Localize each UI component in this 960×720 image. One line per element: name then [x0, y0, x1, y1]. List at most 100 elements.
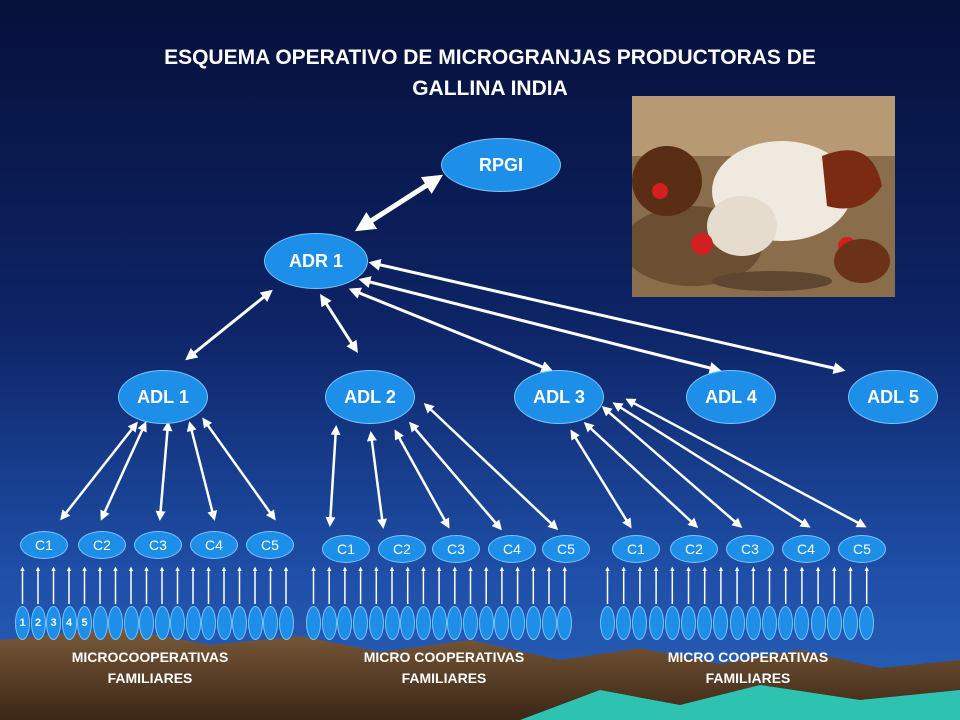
family-unit — [600, 606, 615, 640]
arrow-adr-adl2 — [320, 293, 358, 354]
family-unit — [463, 606, 478, 640]
family-unit — [541, 606, 557, 640]
family-unit — [108, 606, 123, 640]
coop-node-g1-c3: C3 — [134, 531, 182, 559]
arrow-adl2-c4 — [409, 421, 502, 531]
family-unit — [201, 606, 216, 640]
family-unit — [431, 606, 447, 640]
family-unit — [139, 606, 154, 640]
adl-node-2: ADL 2 — [325, 370, 415, 424]
family-unit — [263, 606, 278, 640]
coop-node-g1-c5: C5 — [246, 531, 294, 559]
family-unit: 5 — [77, 606, 92, 640]
arrow-adl3-c4 — [612, 402, 811, 528]
adl-node-1: ADL 1 — [118, 370, 208, 424]
family-unit — [859, 606, 875, 640]
family-unit — [447, 606, 463, 640]
family-unit — [843, 606, 858, 640]
family-unit — [400, 606, 416, 640]
family-unit — [681, 606, 696, 640]
rpgi-node: RPGI — [441, 138, 561, 192]
family-unit: 3 — [46, 606, 61, 640]
coop-node-g1-c4: C4 — [190, 531, 238, 559]
coop-node-g2-c5: C5 — [542, 535, 590, 563]
family-unit — [321, 606, 337, 640]
adl-node-3: ADL 3 — [514, 370, 604, 424]
family-unit — [494, 606, 510, 640]
arrow-adl2-c3 — [394, 429, 450, 529]
family-unit — [729, 606, 745, 640]
family-unit — [794, 606, 810, 640]
family-unit: 4 — [61, 606, 77, 640]
coop-node-g2-c3: C3 — [432, 535, 480, 563]
family-unit — [557, 606, 573, 640]
family-unit — [123, 606, 139, 640]
arrow-adl2-c5 — [423, 402, 559, 531]
family-unit — [185, 606, 201, 640]
family-unit — [525, 606, 541, 640]
family-unit — [810, 606, 826, 640]
family-unit — [154, 606, 170, 640]
family-unit — [170, 606, 185, 640]
coop-node-g3-c5: C5 — [838, 535, 886, 563]
family-unit — [632, 606, 648, 640]
arrow-adl1-c4 — [186, 421, 218, 521]
family-unit: 1 — [15, 606, 30, 640]
coop-node-g2-c1: C1 — [322, 535, 370, 563]
arrow-adl3-c5 — [625, 398, 867, 528]
family-unit — [247, 606, 263, 640]
family-unit — [384, 606, 400, 640]
adr-node: ADR 1 — [264, 233, 368, 289]
arrow-adl3-c1 — [570, 429, 632, 529]
family-unit — [648, 606, 664, 640]
family-unit — [278, 606, 294, 640]
family-unit — [368, 606, 384, 640]
adl-node-5: ADL 5 — [848, 370, 938, 424]
coop-node-g2-c4: C4 — [488, 535, 536, 563]
arrow-adl1-c2 — [100, 421, 147, 521]
coop-node-g1-c2: C2 — [78, 531, 126, 559]
arrow-adl3-c3 — [601, 406, 743, 528]
family-unit — [232, 606, 247, 640]
arrow-adl2-c1 — [325, 425, 341, 527]
arrow-adl1-c5 — [202, 417, 276, 521]
family-unit — [713, 606, 729, 640]
family-unit — [415, 606, 431, 640]
coop-node-g3-c1: C1 — [612, 535, 660, 563]
family-unit — [216, 606, 232, 640]
family-unit — [745, 606, 761, 640]
family-unit — [337, 606, 353, 640]
arrow-adr-rpgi — [354, 174, 444, 232]
arrow-adl2-c2 — [366, 431, 388, 529]
arrow-adl1-c1 — [60, 421, 138, 521]
family-unit — [510, 606, 526, 640]
family-unit — [92, 606, 108, 640]
arrow-adl1-c3 — [155, 421, 173, 521]
coop-node-g3-c3: C3 — [726, 535, 774, 563]
family-unit: 2 — [30, 606, 46, 640]
arrow-adr-adl4 — [358, 276, 722, 374]
coop-node-g3-c2: C2 — [670, 535, 718, 563]
diagram-title: ESQUEMA OPERATIVO DE MICROGRANJAS PRODUC… — [164, 46, 816, 100]
family-unit — [697, 606, 713, 640]
family-unit — [826, 606, 842, 640]
adl-node-4: ADL 4 — [686, 370, 776, 424]
family-unit — [353, 606, 369, 640]
coop-node-g2-c2: C2 — [378, 535, 426, 563]
coop-node-g3-c4: C4 — [782, 535, 830, 563]
arrow-adr-adl5 — [368, 259, 846, 374]
arrow-adr-adl1 — [185, 289, 273, 361]
family-unit — [306, 606, 321, 640]
family-unit — [762, 606, 777, 640]
family-unit — [616, 606, 632, 640]
coop-node-g1-c1: C1 — [20, 531, 68, 559]
family-unit — [778, 606, 794, 640]
family-unit — [664, 606, 680, 640]
family-unit — [478, 606, 494, 640]
